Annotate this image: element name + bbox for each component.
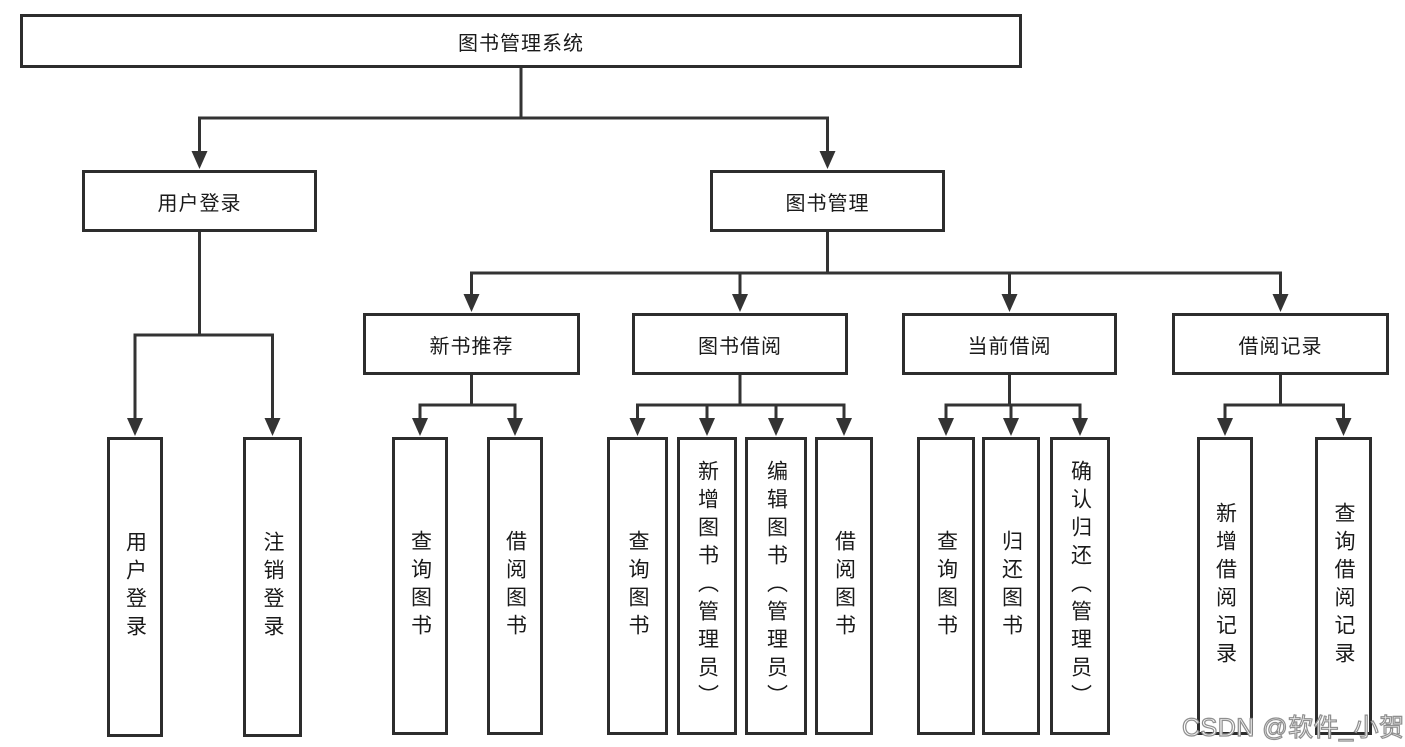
- arrowhead-icon: [1272, 294, 1289, 312]
- node-current-borrowing: 当前借阅: [902, 313, 1117, 375]
- arrowhead-icon: [507, 418, 523, 436]
- node-logout-leaf: 注销登录: [243, 437, 302, 737]
- watermark: CSDN @软件_小贺同学: [1181, 713, 1405, 742]
- arrowhead-icon: [819, 151, 836, 169]
- node-user-login: 用户登录: [82, 170, 317, 232]
- arrowhead-icon: [938, 418, 954, 436]
- node-return-books: 归还图书: [982, 437, 1040, 735]
- node-borrow-records: 借阅记录: [1172, 313, 1389, 375]
- arrowhead-icon: [1072, 418, 1088, 436]
- node-add-borrow-record: 新增借阅记录: [1197, 437, 1253, 735]
- arrowhead-icon: [264, 418, 281, 436]
- arrowhead-icon: [732, 294, 748, 312]
- node-edit-books-admin: 编辑图书（管理员）: [745, 437, 807, 735]
- arrowhead-icon: [768, 418, 784, 436]
- node-query-books-1: 查询图书: [392, 437, 448, 735]
- node-new-book-recommend: 新书推荐: [363, 313, 580, 375]
- node-query-borrow-record: 查询借阅记录: [1315, 437, 1372, 735]
- arrowhead-icon: [1217, 418, 1233, 436]
- arrowhead-icon: [699, 418, 715, 436]
- node-confirm-return-admin: 确认归还（管理员）: [1050, 437, 1110, 735]
- arrowhead-icon: [127, 418, 143, 436]
- node-book-borrowing: 图书借阅: [632, 313, 848, 375]
- arrowhead-icon: [629, 418, 646, 436]
- node-root: 图书管理系统: [20, 14, 1022, 68]
- arrowhead-icon: [412, 418, 428, 436]
- arrowhead-icon: [463, 294, 480, 312]
- arrowhead-icon: [1003, 418, 1019, 436]
- node-borrow-books-1: 借阅图书: [487, 437, 543, 735]
- node-add-books-admin: 新增图书（管理员）: [677, 437, 737, 735]
- node-query-books-3: 查询图书: [917, 437, 975, 735]
- arrowhead-icon: [1335, 418, 1352, 436]
- node-book-management: 图书管理: [710, 170, 945, 232]
- arrowhead-icon: [191, 151, 208, 169]
- node-user-login-leaf: 用户登录: [107, 437, 163, 737]
- node-query-books-2: 查询图书: [607, 437, 668, 735]
- node-borrow-books-2: 借阅图书: [815, 437, 873, 735]
- arrowhead-icon: [1001, 294, 1018, 312]
- arrowhead-icon: [836, 418, 852, 436]
